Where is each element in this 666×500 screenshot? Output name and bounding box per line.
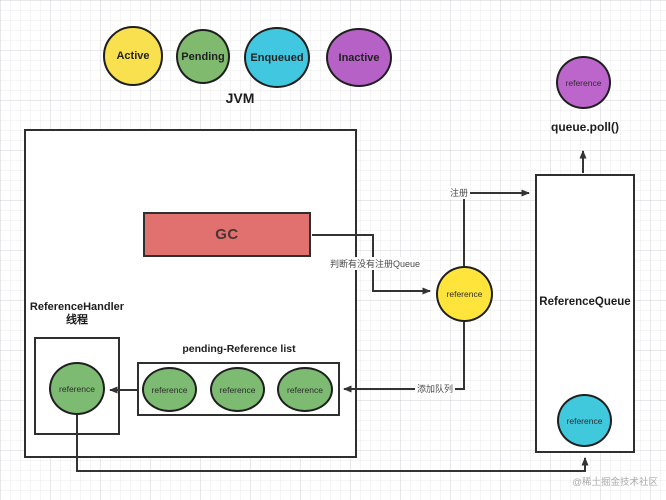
edge-label-add-to-queue: 添加队列 <box>415 382 456 395</box>
state-circle-pending: Pending <box>176 29 230 84</box>
enqueued-reference-node-label: reference <box>566 415 603 426</box>
state-label-pending: Pending <box>181 50 225 63</box>
pending-node-1-label: reference <box>151 384 188 395</box>
gc-label: GC <box>215 226 239 243</box>
pending-node-3: reference <box>277 367 333 412</box>
edge-register-to-queue <box>463 189 530 266</box>
jvm-label: JVM <box>225 90 255 106</box>
edge-label-check-registered-queue: 判断有没有注册Queue <box>328 257 423 270</box>
pending-node-2-label: reference <box>219 384 256 395</box>
reference-handler-node: reference <box>49 362 105 415</box>
reference-handler-title-line1: ReferenceHandler <box>29 301 125 313</box>
state-circle-active: Active <box>103 26 163 86</box>
gc-reference-node: reference <box>436 266 493 322</box>
polled-reference-node: reference <box>556 56 611 109</box>
enqueued-reference-node: reference <box>557 394 612 447</box>
reference-handler-title: ReferenceHandler 线程 <box>17 301 137 327</box>
pending-node-3-label: reference <box>287 384 323 395</box>
pending-node-2: reference <box>210 367 265 412</box>
edge-label-register: 注册 <box>448 186 471 199</box>
reference-queue-title: ReferenceQueue <box>539 296 631 308</box>
state-label-inactive: Inactive <box>338 51 380 64</box>
edge-handler-to-queue-bottom <box>76 415 589 472</box>
gc-reference-node-label: reference <box>446 289 483 299</box>
state-circle-enqueued: Enqueued <box>244 27 310 88</box>
state-label-active: Active <box>116 50 150 62</box>
watermark: @稀土掘金技术社区 <box>572 477 658 488</box>
queue-poll-label: queue.poll() <box>551 120 619 134</box>
pending-list-title: pending-Reference list <box>182 343 296 355</box>
polled-reference-node-label: reference <box>565 77 602 88</box>
reference-handler-title-line2: 线程 <box>66 314 88 326</box>
state-label-enqueued: Enqueued <box>250 51 304 64</box>
reference-handler-node-label: reference <box>59 383 95 394</box>
gc-box: GC <box>143 212 311 257</box>
state-circle-inactive: Inactive <box>326 28 392 87</box>
pending-node-1: reference <box>142 367 197 412</box>
edge-add-to-pending-list <box>343 322 465 393</box>
